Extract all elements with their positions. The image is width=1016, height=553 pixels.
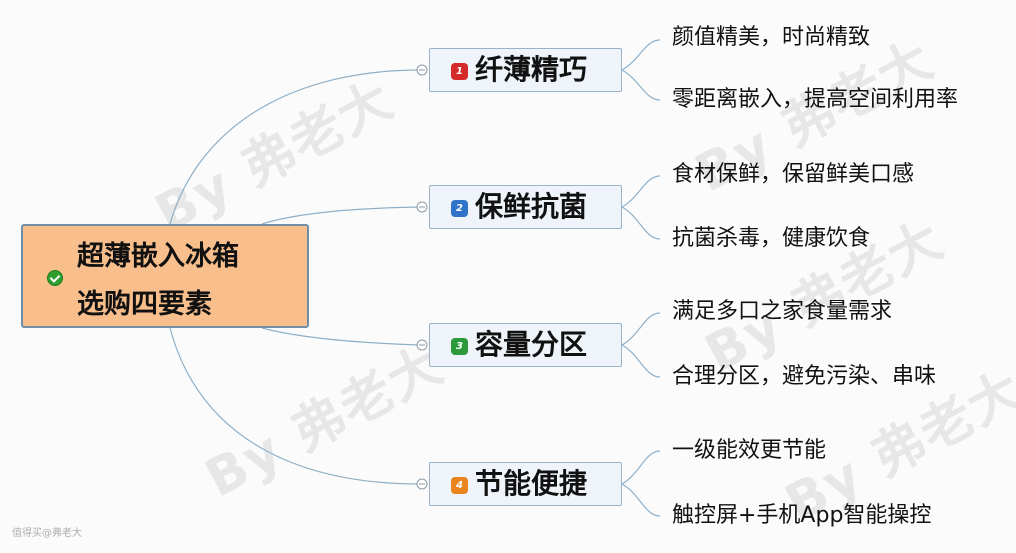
connector-branch-2-leaf-1 <box>621 175 661 208</box>
branch-label: 保鲜抗菌 <box>475 190 588 223</box>
priority-3-icon: 3 <box>451 338 468 355</box>
root-title-line-1: 超薄嵌入冰箱 <box>77 241 239 272</box>
leaf-node-3-1[interactable]: 满足多口之家食量需求 <box>672 299 893 324</box>
connector-branch-1-leaf-1 <box>621 39 661 71</box>
connector-branch-3-leaf-2 <box>621 344 661 378</box>
root-node[interactable]: 超薄嵌入冰箱 选购四要素 <box>21 224 309 328</box>
connector-branch-4-leaf-2 <box>621 483 661 517</box>
leaf-node-2-2[interactable]: 抗菌杀毒，健康饮食 <box>672 226 871 251</box>
priority-1-icon: 1 <box>451 63 468 80</box>
connector-root-branch-4 <box>169 327 421 485</box>
connector-root-branch-1 <box>169 69 421 225</box>
leaf-node-2-1[interactable]: 食材保鲜，保留鲜美口感 <box>672 162 915 187</box>
connector-branch-3-leaf-1 <box>621 312 661 346</box>
connector-branch-2-leaf-2 <box>621 206 661 240</box>
connector-root-branch-2 <box>261 206 421 225</box>
priority-4-icon: 4 <box>451 477 468 494</box>
branch-label: 节能便捷 <box>475 467 588 500</box>
branch-label: 纤薄精巧 <box>475 53 588 86</box>
branch-node-3[interactable]: 3 容量分区 <box>429 323 622 367</box>
connector-root-branch-3 <box>261 327 421 346</box>
priority-2-icon: 2 <box>451 200 468 217</box>
connector-branch-1-leaf-2 <box>621 69 661 101</box>
leaf-node-1-2[interactable]: 零距离嵌入，提高空间利用率 <box>672 87 959 112</box>
leaf-node-4-1[interactable]: 一级能效更节能 <box>672 438 827 463</box>
branch-node-2[interactable]: 2 保鲜抗菌 <box>429 185 622 229</box>
footer-credit: 值得买@弗老大 <box>12 528 82 539</box>
branch-node-1[interactable]: 1 纤薄精巧 <box>429 48 622 92</box>
connector-branch-4-leaf-1 <box>621 450 661 485</box>
leaf-node-1-1[interactable]: 颜值精美，时尚精致 <box>672 25 871 50</box>
check-circle-icon <box>47 270 63 286</box>
branch-node-4[interactable]: 4 节能便捷 <box>429 462 622 506</box>
root-title-line-2: 选购四要素 <box>77 289 212 320</box>
leaf-node-3-2[interactable]: 合理分区，避免污染、串味 <box>672 364 937 389</box>
branch-label: 容量分区 <box>475 328 588 361</box>
leaf-node-4-2[interactable]: 触控屏+手机App智能操控 <box>672 503 932 528</box>
